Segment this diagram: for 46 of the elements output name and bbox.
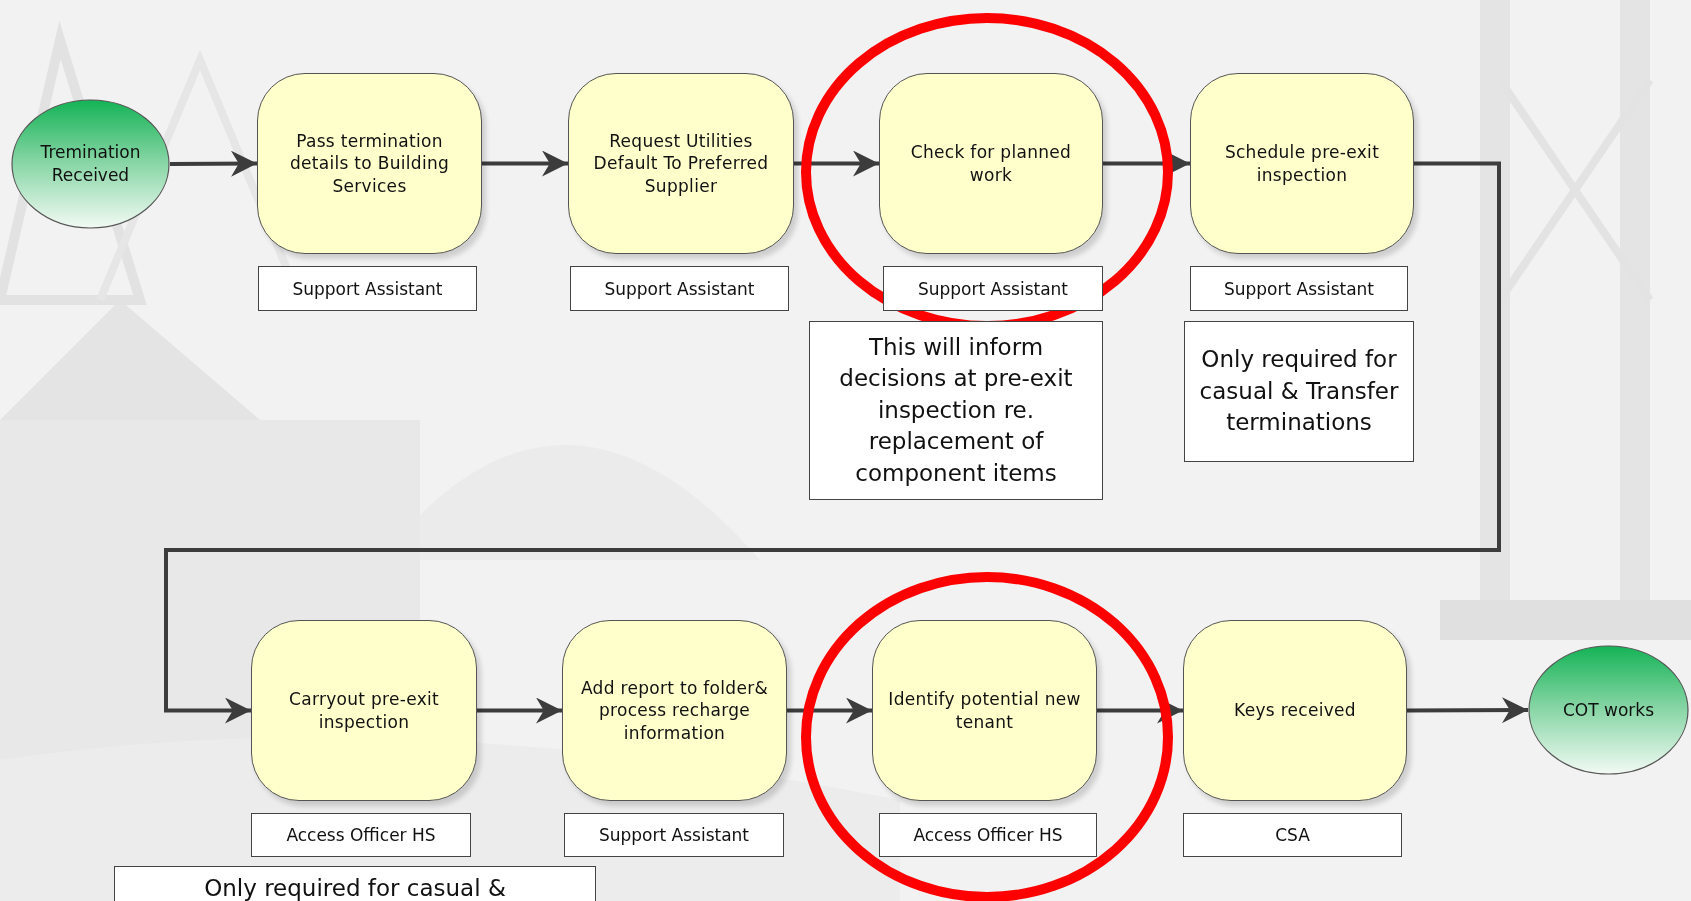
node-text: Access Officer HS — [913, 825, 1063, 845]
role-box — [879, 813, 1097, 857]
process-box — [872, 620, 1097, 801]
role-box — [1183, 813, 1402, 857]
node-text: Only required for casual & Transfer terminations — [1198, 345, 1400, 438]
arrow — [482, 150, 568, 177]
node-text: COT works — [1562, 698, 1654, 722]
arrow — [170, 150, 257, 177]
node-text: Identify potential new tenant — [887, 688, 1082, 733]
process-box — [1190, 73, 1414, 254]
process-box — [562, 620, 787, 801]
node-text: Support Assistant — [1223, 278, 1375, 299]
node-text: Schedule pre-exit inspection — [1223, 141, 1381, 186]
node-text: This will inform decisions at pre-exit inspection re. replacement of component items — [838, 332, 1074, 488]
process-box — [1183, 620, 1407, 801]
node-text: CSA — [1275, 825, 1310, 845]
node-text: Pass termination details to Building Services — [288, 129, 451, 198]
note-box — [809, 321, 1103, 500]
role-box — [883, 266, 1103, 311]
arrow — [164, 161, 1501, 724]
process-box — [251, 620, 477, 801]
node-text: Support Assistant — [917, 278, 1069, 299]
node-text: Add report to folder& process recharge information — [580, 676, 769, 745]
arrow — [1407, 697, 1528, 724]
role-box — [1190, 266, 1408, 311]
node-text: Request Utilities Default To Preferred Supplier — [592, 129, 770, 198]
role-box — [251, 813, 471, 857]
process-box — [879, 73, 1103, 254]
role-box — [564, 813, 784, 857]
role-box — [258, 266, 477, 311]
node-text: Tremination Received — [39, 141, 142, 187]
role-box — [570, 266, 789, 311]
node-text: Keys received — [1233, 699, 1357, 722]
node-text: Support Assistant — [292, 278, 443, 299]
node-text: Check for planned work — [909, 141, 1073, 186]
node-text: Support Assistant — [604, 278, 755, 299]
process-box — [568, 73, 794, 254]
node-text: Access Officer HS — [286, 825, 436, 845]
arrow — [477, 697, 562, 724]
note-box — [114, 866, 596, 901]
process-box — [257, 73, 482, 254]
arrow — [787, 697, 872, 724]
note-box — [1184, 321, 1414, 462]
node-text: Support Assistant — [598, 825, 750, 845]
node-text: Only required for casual & — [203, 874, 507, 901]
node-text: Carryout pre-exit inspection — [288, 688, 440, 733]
